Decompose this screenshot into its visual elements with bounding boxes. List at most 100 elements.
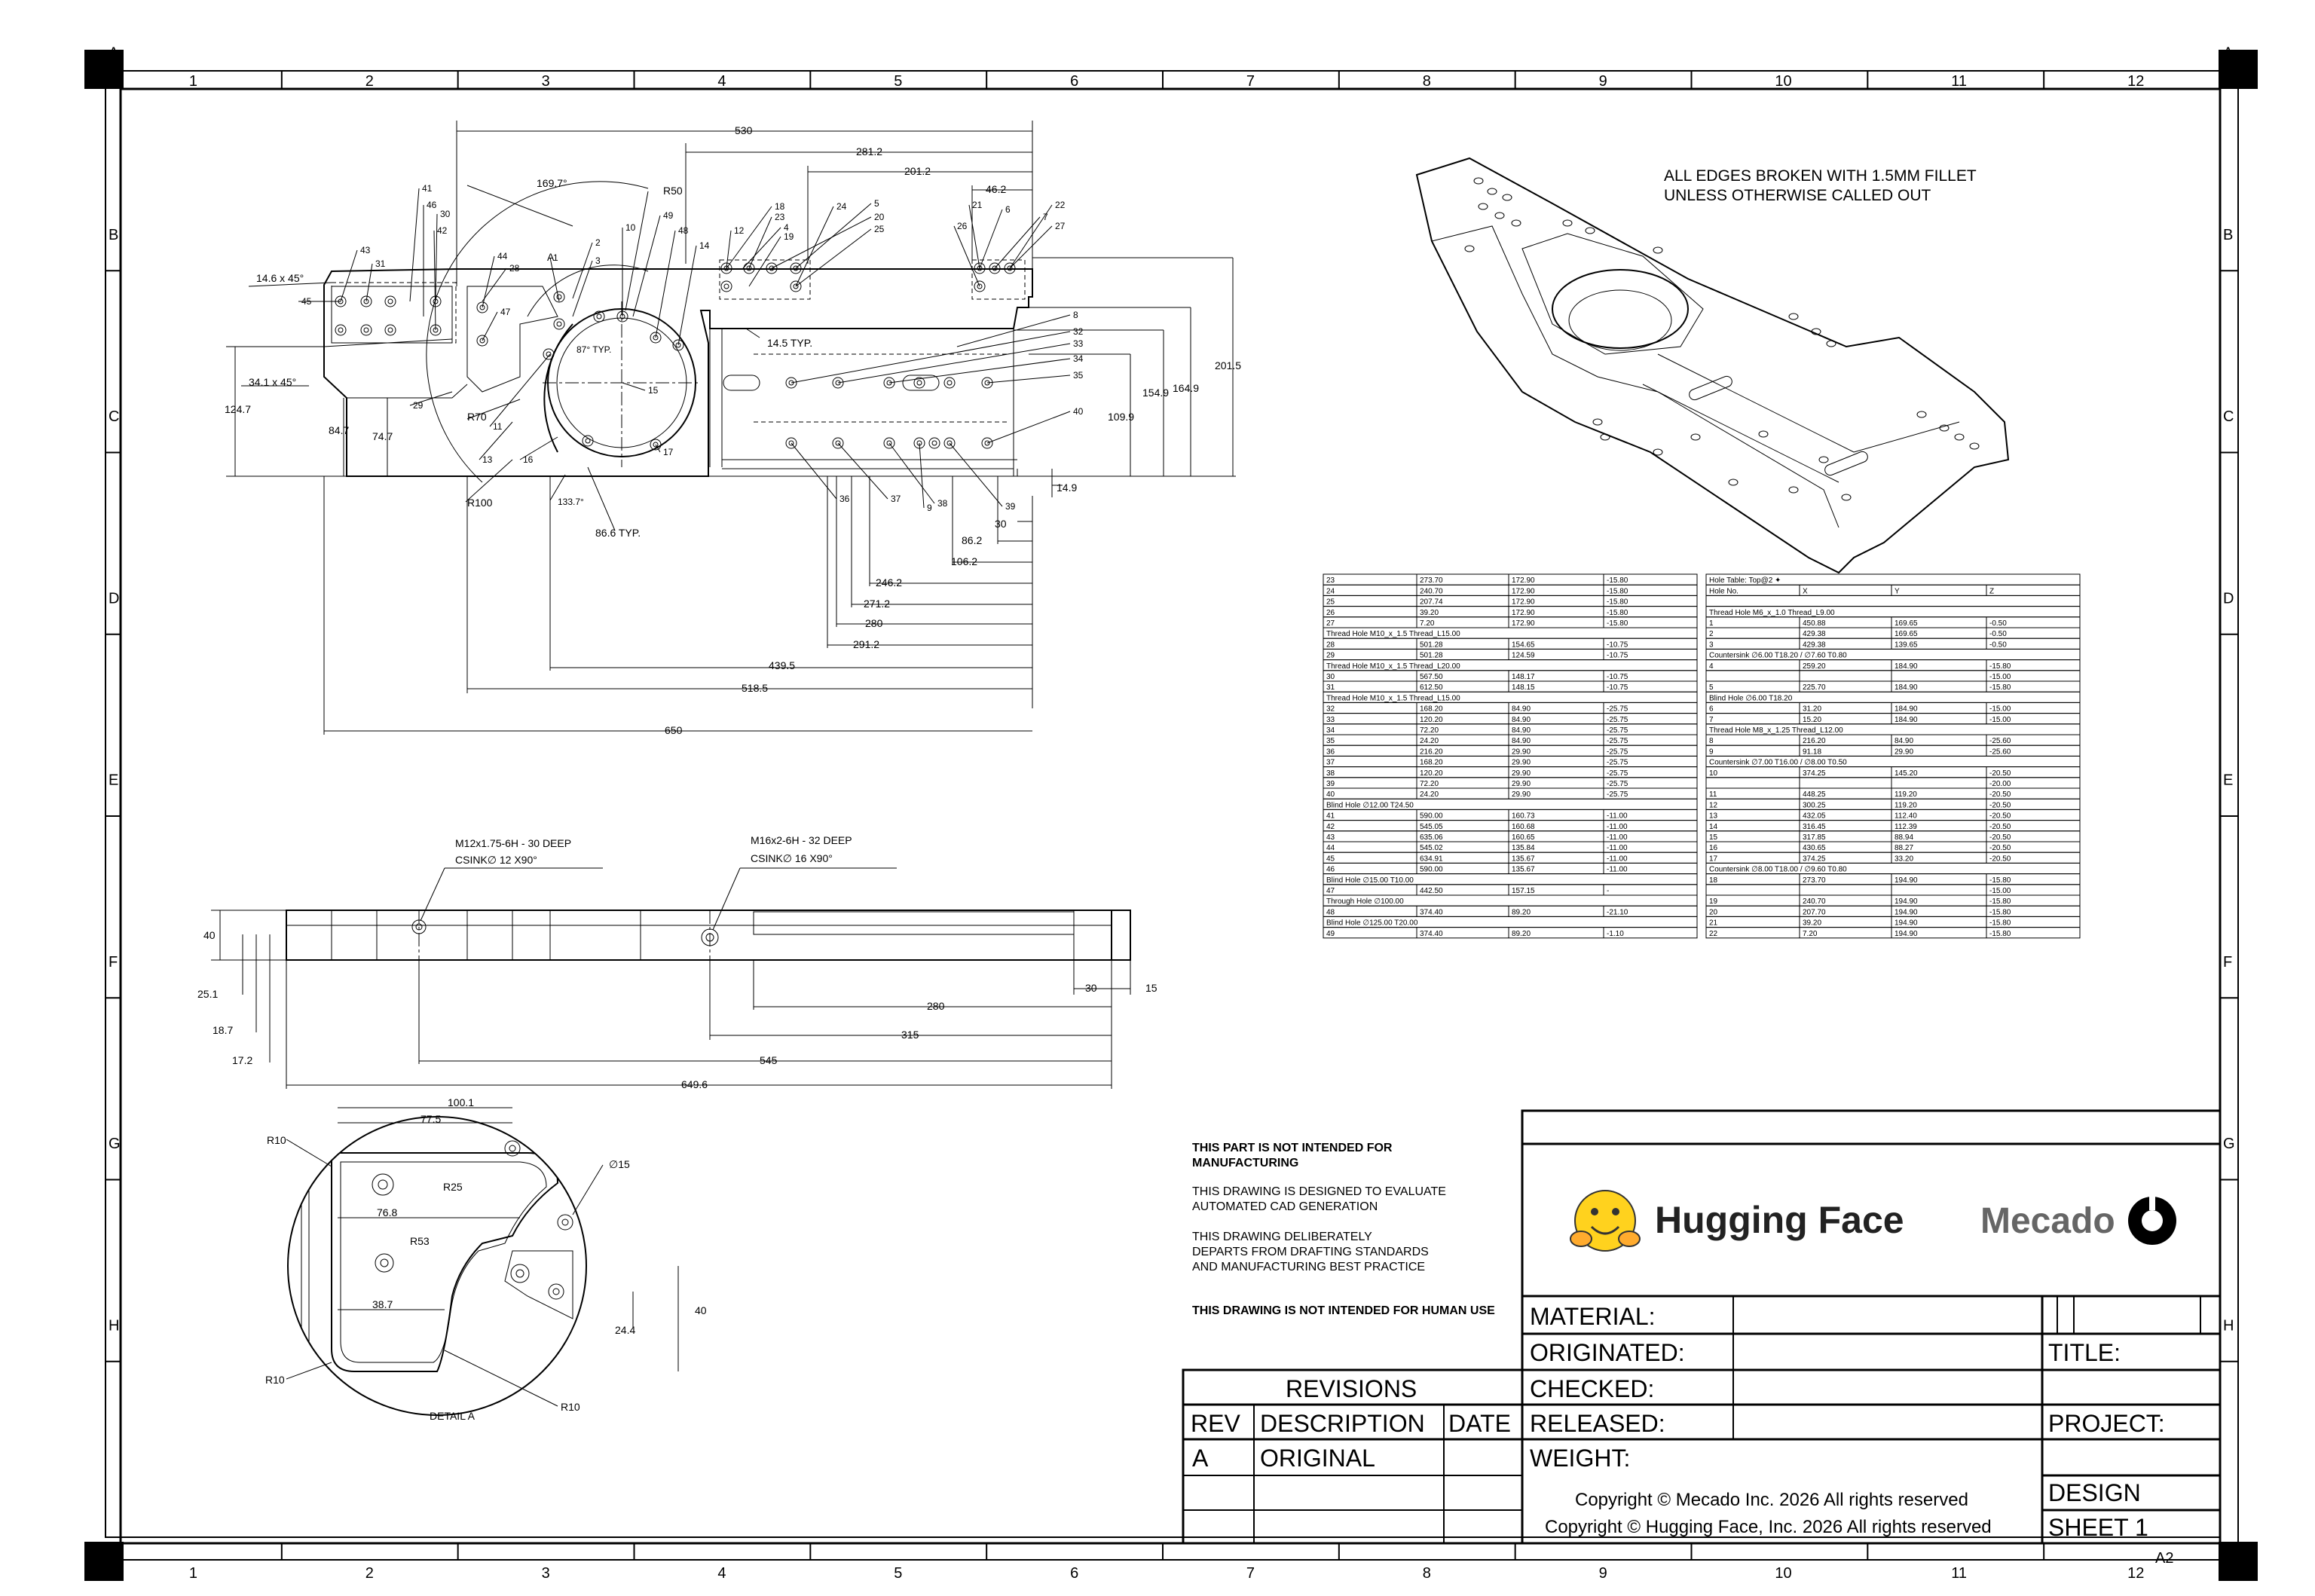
zone-col-label-top: 9 bbox=[1599, 73, 1607, 90]
iso-hole bbox=[1826, 340, 1836, 347]
zone-row-label-left: B bbox=[109, 227, 118, 243]
balloon-39: 39 bbox=[1005, 501, 1016, 512]
table-row bbox=[1323, 884, 1698, 896]
table-cell: 41 bbox=[1326, 812, 1335, 821]
revisions-header: REVISIONS bbox=[1286, 1375, 1417, 1402]
table-cell: 184.90 bbox=[1895, 662, 1918, 671]
callout-m16: M16x2-6H - 32 DEEP bbox=[751, 834, 852, 846]
hole bbox=[543, 348, 555, 360]
hole bbox=[743, 262, 755, 274]
table-cell: -10.75 bbox=[1607, 652, 1628, 660]
table-cell: 194.90 bbox=[1895, 919, 1918, 928]
balloon-17: 17 bbox=[663, 447, 674, 457]
detail-dim-r10-bottom: R10 bbox=[561, 1401, 580, 1413]
table-cell: -20.00 bbox=[1989, 780, 2011, 788]
table-cell: 11 bbox=[1709, 790, 1717, 799]
table-cell: -15.00 bbox=[1989, 887, 2011, 895]
iso-hole bbox=[1939, 424, 1950, 432]
table-cell: 545.05 bbox=[1420, 823, 1443, 831]
hole bbox=[335, 324, 347, 336]
hole bbox=[981, 377, 993, 389]
iso-hole bbox=[1916, 411, 1927, 418]
zone-col-label-bottom: 11 bbox=[1951, 1565, 1967, 1582]
table-cell: 6 bbox=[1709, 705, 1714, 714]
table-cell: 273.70 bbox=[1803, 876, 1826, 885]
iso-hole bbox=[1728, 478, 1739, 486]
dim-164-9: 164.9 bbox=[1173, 382, 1199, 394]
table-row bbox=[1705, 852, 2081, 864]
table-cell: -15.80 bbox=[1989, 919, 2011, 928]
hole bbox=[989, 262, 1001, 274]
table-cell: 154.65 bbox=[1512, 641, 1535, 649]
table-cell: -25.60 bbox=[1989, 748, 2011, 756]
table-cell: 15 bbox=[1709, 833, 1718, 842]
table-cell: 31.20 bbox=[1803, 705, 1821, 714]
dim-280: 280 bbox=[865, 617, 883, 629]
zone-row-label-left: D bbox=[109, 590, 119, 607]
table-row bbox=[1323, 862, 1698, 875]
table-cell: 84.90 bbox=[1512, 705, 1531, 714]
table-cell: -21.10 bbox=[1607, 908, 1628, 916]
table-cell: 590.00 bbox=[1420, 866, 1443, 874]
table-cell: -11.00 bbox=[1607, 833, 1628, 842]
dim-201-5: 201.5 bbox=[1215, 359, 1241, 371]
table-cell: -15.00 bbox=[1989, 716, 2011, 724]
table-cell: 84.90 bbox=[1512, 737, 1531, 745]
table-cell: 89.20 bbox=[1512, 908, 1531, 916]
table-cell: -15.80 bbox=[1607, 576, 1628, 585]
label-sheet: SHEET 1 bbox=[2048, 1514, 2148, 1541]
table-cell: 194.90 bbox=[1895, 908, 1918, 916]
table-row bbox=[1323, 606, 1698, 618]
dim-r70: R70 bbox=[467, 411, 487, 423]
section-a-marker: A bbox=[547, 251, 555, 263]
note-not-manufacturing-2: MANUFACTURING bbox=[1192, 1157, 1298, 1169]
rev-row-rev: A bbox=[1192, 1445, 1209, 1472]
zone-row-label-left: C bbox=[109, 408, 119, 425]
table-cell: 3 bbox=[1709, 641, 1714, 649]
table-row bbox=[1323, 820, 1698, 832]
dim-154-9: 154.9 bbox=[1142, 387, 1169, 399]
table-cell: -11.00 bbox=[1607, 812, 1628, 821]
detail-dim-38-7: 38.7 bbox=[372, 1298, 393, 1310]
detail-dim-d15: ∅15 bbox=[609, 1158, 630, 1170]
table-row bbox=[1705, 713, 2081, 725]
table-group-label: Thread Hole M8_x_1.25 Thread_L12.00 bbox=[1709, 726, 1843, 735]
zone-row-label-left: H bbox=[109, 1317, 119, 1334]
table-cell: 112.40 bbox=[1895, 812, 1917, 821]
table-cell: 32 bbox=[1326, 705, 1335, 714]
table-cell: -15.80 bbox=[1989, 930, 2011, 938]
balloon-48: 48 bbox=[678, 225, 689, 236]
rev-col-rev: REV bbox=[1191, 1410, 1240, 1437]
zone-col-label-bottom: 6 bbox=[1070, 1565, 1078, 1582]
table-cell: 207.74 bbox=[1420, 598, 1443, 607]
detail-dim-r10-left: R10 bbox=[265, 1374, 285, 1386]
table-cell: 169.65 bbox=[1895, 630, 1918, 638]
table-cell: 316.45 bbox=[1803, 823, 1826, 831]
table-group-label: Countersink ∅6.00 T18.20 / ∅7.60 T0.80 bbox=[1709, 652, 1847, 660]
table-cell: 135.84 bbox=[1512, 844, 1535, 852]
table-cell: -20.50 bbox=[1989, 790, 2011, 799]
table-row bbox=[1705, 873, 2081, 885]
table-cell: 37 bbox=[1326, 759, 1335, 767]
zone-col-label-top: 2 bbox=[365, 73, 374, 90]
iso-hole bbox=[1690, 433, 1701, 441]
table-cell: 7.20 bbox=[1420, 619, 1435, 628]
zone-row-label-left: G bbox=[109, 1136, 121, 1152]
hole bbox=[593, 310, 605, 323]
table-header-row bbox=[1705, 584, 2081, 596]
detail-dim-40: 40 bbox=[695, 1304, 707, 1316]
table-cell: -20.50 bbox=[1989, 844, 2011, 852]
dim-518-5: 518.5 bbox=[742, 682, 768, 694]
corner-mark bbox=[84, 1542, 124, 1581]
side-dim-30: 30 bbox=[1085, 982, 1097, 994]
balloon-18: 18 bbox=[775, 201, 785, 212]
balloon-20: 20 bbox=[874, 212, 885, 222]
dim-439-5: 439.5 bbox=[769, 659, 795, 671]
table-cell: -15.80 bbox=[1989, 908, 2011, 916]
table-cell: -11.00 bbox=[1607, 855, 1628, 863]
table-cell: 240.70 bbox=[1803, 897, 1826, 906]
table-row bbox=[1705, 841, 2081, 853]
table-cell: 39.20 bbox=[1420, 609, 1439, 617]
note-departs-2: DEPARTS FROM DRAFTING STANDARDS bbox=[1192, 1246, 1429, 1258]
